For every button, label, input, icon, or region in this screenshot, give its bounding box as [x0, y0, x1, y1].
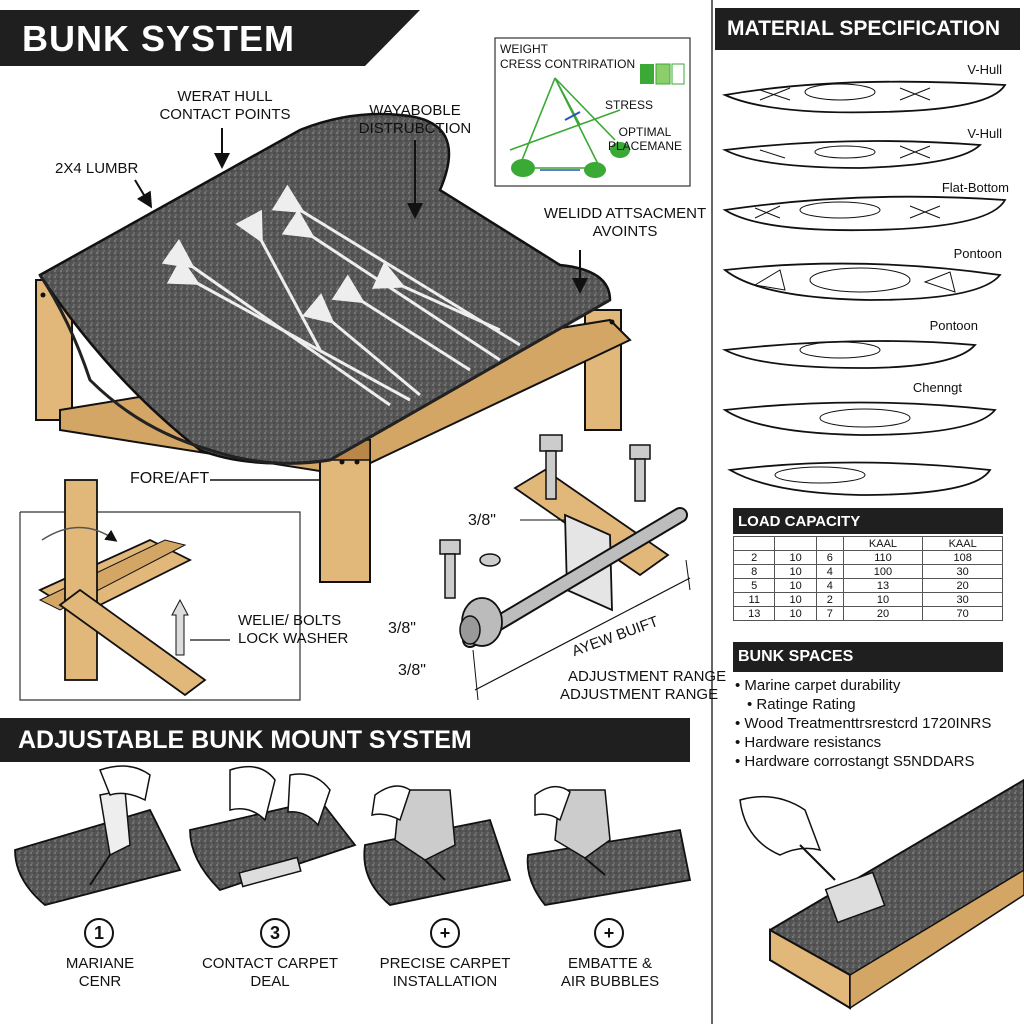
adjust-range-label-2: ADJUSTMENT RANGE — [560, 686, 719, 703]
table-cell: 10 — [774, 578, 817, 593]
bunk-illustration — [35, 112, 632, 583]
table-cell: 10 — [774, 592, 817, 607]
table-cell: 6 — [815, 550, 844, 565]
hull-type-1: V-Hull — [967, 62, 1002, 77]
table-cell: 70 — [922, 606, 1003, 621]
callout-lumber: 2X4 LUMBR — [55, 160, 139, 177]
table-cell: 110 — [842, 550, 924, 565]
page-title: BUNK SYSTEM — [22, 18, 296, 59]
material-banner: MATERIAL SPECIFICATION — [715, 8, 1020, 50]
load-capacity-title: LOAD CAPACITY — [738, 512, 861, 530]
step-number-2: 3 — [260, 918, 290, 948]
table-cell: 13 — [732, 606, 776, 621]
inset-stress-diagram — [494, 37, 691, 187]
table-cell: 7 — [815, 606, 844, 621]
step-number-3: + — [430, 918, 460, 948]
table-cell — [774, 536, 817, 551]
table-cell: 100 — [842, 564, 924, 579]
mount-banner: ADJUSTABLE BUNK MOUNT SYSTEM — [0, 718, 690, 762]
bunk-space-item: Marine carpet durability — [735, 676, 1020, 695]
table-cell: 13 — [842, 578, 924, 593]
table-cell: 10 — [842, 592, 924, 607]
table-cell: 20 — [842, 606, 924, 621]
table-cell: 10 — [774, 564, 817, 579]
inset-stress-label: STRESS — [605, 98, 654, 112]
material-title: MATERIAL SPECIFICATION — [727, 17, 1000, 40]
hull-type-4: Pontoon — [953, 246, 1002, 261]
bunk-space-item: Wood Treatmenttгsrestcrd 1720INRS — [735, 714, 1020, 733]
table-cell: 5 — [732, 578, 776, 593]
table-cell: 2 — [815, 592, 844, 607]
adjust-range-label-1: ADJUSTMENT RANGE — [568, 668, 727, 685]
table-cell: 2 — [732, 550, 776, 565]
bunk-spaces-title: BUNK SPACES — [738, 648, 854, 665]
step-label-4: EMBATTE &AIR BUBBLES — [560, 955, 660, 990]
bolt-size-low: 3/8" — [398, 662, 426, 679]
table-cell — [732, 536, 776, 551]
step-number-4: + — [594, 918, 624, 948]
table-cell: 108 — [922, 550, 1003, 565]
callout-fore-aft: FORE/AFT — [130, 470, 210, 487]
load-capacity-banner: LOAD CAPACITY — [733, 508, 1003, 534]
table-cell: 10 — [774, 550, 817, 565]
mount-title: ADJUSTABLE BUNK MOUNT SYSTEM — [18, 726, 472, 754]
hull-type-2: V-Hull — [967, 126, 1002, 141]
table-cell: KAAL — [922, 536, 1003, 551]
table-cell: 4 — [815, 564, 844, 579]
hull-type-3: Flat-Bottom — [941, 180, 1009, 195]
bunk-space-item: Ratinge Rating — [735, 695, 1020, 714]
step-number-1: 1 — [84, 918, 114, 948]
table-cell: 30 — [922, 592, 1003, 607]
bunk-space-item: Hardware resistancs — [735, 733, 1020, 752]
carpet-board-illustration — [739, 778, 1024, 1010]
adjustable-bracket-illustration — [439, 434, 691, 701]
hull-details — [753, 83, 956, 484]
washer-inset — [19, 479, 301, 701]
title-banner: BUNK SYSTEM — [0, 10, 420, 66]
table-cell: 8 — [732, 564, 776, 579]
table-cell: 11 — [732, 592, 776, 607]
table-cell: 10 — [774, 606, 817, 621]
bunk-spaces-list: Marine carpet durability Ratinge Rating … — [735, 676, 1020, 771]
bunk-space-item: Hardware corrostangt S5NDDARS — [735, 752, 1020, 771]
inset-concentration-label: CRESS CONTRIRATION — [500, 57, 636, 71]
inset-weight-label: WEIGHT — [500, 42, 548, 56]
table-cell: 30 — [922, 564, 1003, 579]
bolt-size-mid: 3/8" — [388, 620, 416, 637]
bolt-size-top: 3/8" — [468, 512, 496, 529]
table-cell — [815, 536, 844, 551]
hull-type-6: Chenngt — [912, 380, 962, 395]
step-illustrations — [14, 765, 692, 906]
hull-shapes — [721, 80, 1007, 496]
table-cell: 4 — [815, 578, 844, 593]
hull-type-5: Pontoon — [929, 318, 978, 333]
table-cell: KAAL — [842, 536, 924, 551]
bunk-spaces-banner: BUNK SPACES — [733, 642, 1003, 672]
table-cell: 20 — [922, 578, 1003, 593]
